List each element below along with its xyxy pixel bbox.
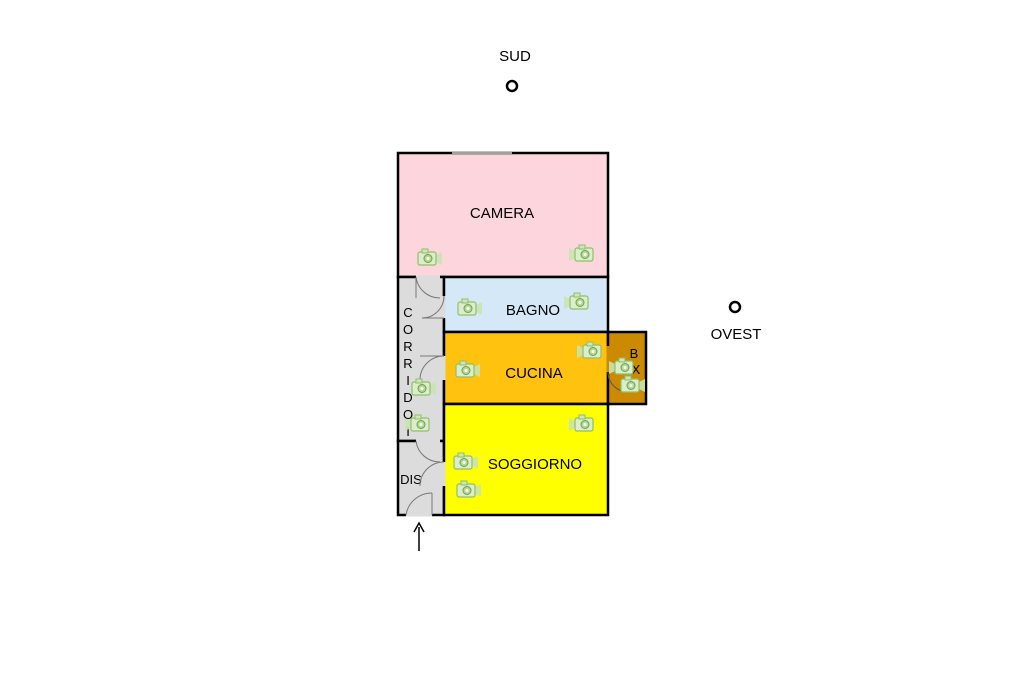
room-label-camera: CAMERA <box>470 205 534 222</box>
svg-text:O: O <box>403 322 413 337</box>
doors <box>405 275 629 517</box>
compass-point-icon <box>728 300 742 314</box>
corridor-label: C O R R I D O I <box>403 305 413 439</box>
compass-label-top: SUD <box>499 48 531 65</box>
svg-text:R: R <box>403 339 412 354</box>
room-label-cucina: CUCINA <box>505 365 563 382</box>
room-corridoio <box>396 275 446 443</box>
room-label-dis: DIS <box>400 472 422 487</box>
entrance-arrow-icon <box>413 521 425 551</box>
compass-point-icon <box>505 79 519 93</box>
room-label-soggiorno: SOGGIORNO <box>488 456 582 473</box>
compass-label-right: OVEST <box>711 326 762 343</box>
room-label-balcone: B <box>630 346 639 361</box>
svg-text:C: C <box>403 305 412 320</box>
svg-text:R: R <box>403 356 412 371</box>
svg-text:I: I <box>406 424 410 439</box>
svg-text:D: D <box>403 390 412 405</box>
svg-text:I: I <box>406 373 410 388</box>
room-label-balcone-2: X <box>632 362 641 377</box>
room-label-bagno: BAGNO <box>506 302 560 319</box>
svg-text:O: O <box>403 407 413 422</box>
